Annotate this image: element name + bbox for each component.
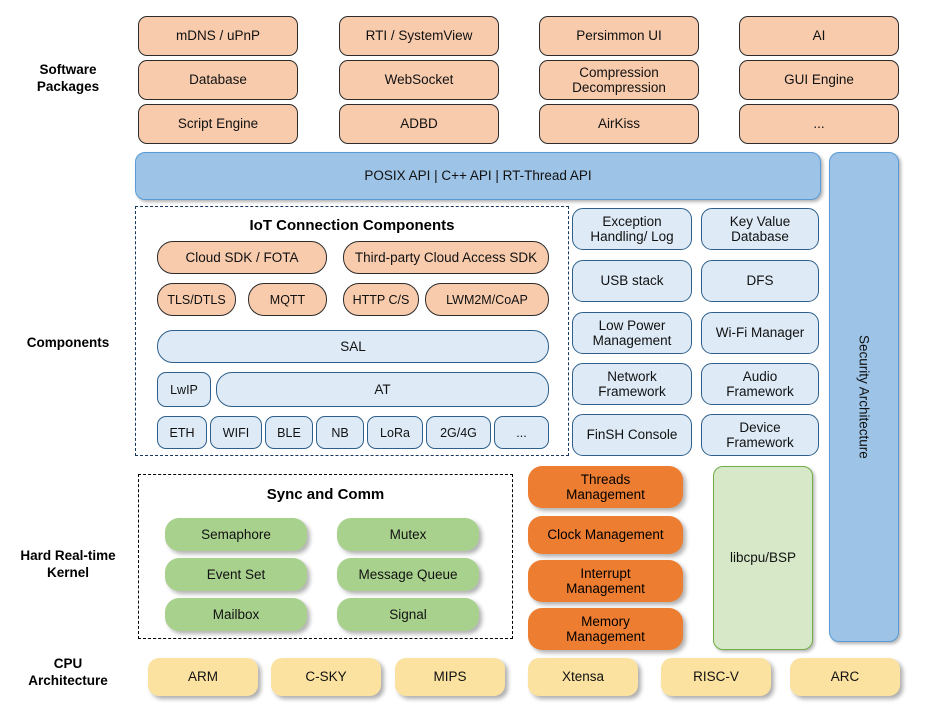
iot-cloud-box[interactable]: Cloud SDK / FOTA: [157, 241, 327, 274]
iot-link-box[interactable]: NB: [316, 416, 364, 449]
cpu-arch-box[interactable]: RISC-V: [661, 658, 771, 696]
component-box[interactable]: DFS: [701, 260, 819, 302]
kernel-object-box[interactable]: Message Queue: [337, 558, 479, 591]
iot-protocol-box[interactable]: MQTT: [248, 283, 327, 316]
kernel-management-box[interactable]: Memory Management: [528, 608, 683, 650]
package-box[interactable]: AirKiss: [539, 104, 699, 144]
security-architecture-label: Security Architecture: [856, 335, 872, 459]
iot-connection-components-frame: IoT Connection Components: [135, 206, 569, 456]
cpu-arch-box[interactable]: ARC: [790, 658, 900, 696]
iot-lwip-box[interactable]: LwIP: [157, 372, 211, 407]
package-box[interactable]: Persimmon UI: [539, 16, 699, 56]
kernel-object-box[interactable]: Signal: [337, 598, 479, 631]
iot-protocol-box[interactable]: HTTP C/S: [343, 283, 419, 316]
kernel-management-box[interactable]: Interrupt Management: [528, 560, 683, 602]
iot-protocol-box[interactable]: TLS/DTLS: [157, 283, 236, 316]
package-box[interactable]: GUI Engine: [739, 60, 899, 100]
iot-protocol-box[interactable]: LWM2M/CoAP: [425, 283, 549, 316]
kernel-management-box[interactable]: Clock Management: [528, 516, 683, 554]
cpu-arch-box[interactable]: MIPS: [395, 658, 505, 696]
component-box[interactable]: FinSH Console: [572, 414, 692, 456]
iot-cloud-box[interactable]: Third-party Cloud Access SDK: [343, 241, 549, 274]
package-box[interactable]: mDNS / uPnP: [138, 16, 298, 56]
package-box[interactable]: ...: [739, 104, 899, 144]
row-label-cpu: CPU Architecture: [28, 656, 108, 688]
iot-link-box[interactable]: WIFI: [210, 416, 262, 449]
package-box[interactable]: Script Engine: [138, 104, 298, 144]
kernel-management-box[interactable]: Threads Management: [528, 466, 683, 508]
iot-group-title: IoT Connection Components: [249, 217, 455, 234]
row-label-components: Components: [26, 335, 110, 350]
kernel-object-box[interactable]: Mailbox: [165, 598, 307, 631]
component-box[interactable]: Audio Framework: [701, 363, 819, 405]
iot-sal-box[interactable]: SAL: [157, 330, 549, 363]
row-label-software-packages: Software Packages: [36, 62, 100, 94]
package-box[interactable]: ADBD: [339, 104, 499, 144]
package-box[interactable]: RTI / SystemView: [339, 16, 499, 56]
cpu-arch-box[interactable]: ARM: [148, 658, 258, 696]
component-box[interactable]: Key Value Database: [701, 208, 819, 250]
iot-link-box[interactable]: LoRa: [367, 416, 423, 449]
iot-link-box[interactable]: 2G/4G: [426, 416, 491, 449]
kernel-group-title: Sync and Comm: [266, 486, 385, 503]
package-box[interactable]: AI: [739, 16, 899, 56]
iot-link-box[interactable]: ...: [494, 416, 549, 449]
component-box[interactable]: Exception Handling/ Log: [572, 208, 692, 250]
kernel-object-box[interactable]: Semaphore: [165, 518, 307, 551]
package-box[interactable]: Database: [138, 60, 298, 100]
iot-link-box[interactable]: BLE: [265, 416, 313, 449]
libcpu-bsp-box[interactable]: libcpu/BSP: [713, 466, 813, 650]
kernel-object-box[interactable]: Event Set: [165, 558, 307, 591]
component-box[interactable]: Low Power Management: [572, 312, 692, 354]
package-box[interactable]: Compression Decompression: [539, 60, 699, 100]
component-box[interactable]: Network Framework: [572, 363, 692, 405]
component-box[interactable]: Device Framework: [701, 414, 819, 456]
security-architecture-bar[interactable]: Security Architecture: [829, 152, 899, 642]
api-bar[interactable]: POSIX API | C++ API | RT-Thread API: [135, 152, 821, 200]
package-box[interactable]: WebSocket: [339, 60, 499, 100]
cpu-arch-box[interactable]: Xtensa: [528, 658, 638, 696]
component-box[interactable]: Wi-Fi Manager: [701, 312, 819, 354]
component-box[interactable]: USB stack: [572, 260, 692, 302]
kernel-object-box[interactable]: Mutex: [337, 518, 479, 551]
sync-and-comm-frame: Sync and Comm: [138, 474, 513, 639]
iot-at-box[interactable]: AT: [216, 372, 549, 407]
row-label-kernel: Hard Real-time Kernel: [20, 548, 116, 580]
cpu-arch-box[interactable]: C-SKY: [271, 658, 381, 696]
iot-link-box[interactable]: ETH: [157, 416, 207, 449]
